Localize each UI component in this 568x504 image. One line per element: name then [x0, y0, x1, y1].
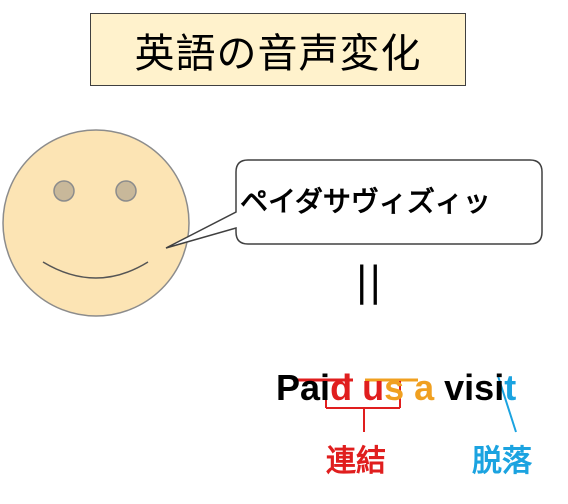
- phrase-segment: Pai: [276, 367, 331, 408]
- english-phrase: Paid us a visit: [236, 334, 516, 442]
- smiley-face-icon: [2, 129, 190, 317]
- linking-label: 連結: [326, 444, 386, 479]
- phrase-segment: [352, 367, 362, 408]
- speech-bubble-text: ペイダサヴィズィッ: [240, 185, 491, 218]
- phrase-segment-linked: s: [384, 367, 405, 408]
- right-eye: [115, 180, 137, 202]
- page-title: 英語の音声変化: [90, 13, 466, 86]
- phrase-segment-linked: d: [330, 367, 353, 408]
- left-eye: [53, 180, 75, 202]
- smile-mouth: [42, 261, 149, 279]
- phrase-segment-dropped: t: [504, 367, 517, 408]
- linking-bracket-orange: [365, 378, 418, 408]
- phrase-segment: [404, 367, 414, 408]
- linking-bracket-red: [293, 378, 400, 432]
- speech-bubble: [165, 159, 543, 249]
- equals-sign: ||: [355, 259, 382, 305]
- dropping-connector: [497, 375, 517, 433]
- phrase-segment-linked: a: [414, 367, 435, 408]
- phrase-segment: visi: [434, 367, 505, 408]
- dropping-label: 脱落: [472, 444, 532, 479]
- phrase-segment-linked: u: [362, 367, 385, 408]
